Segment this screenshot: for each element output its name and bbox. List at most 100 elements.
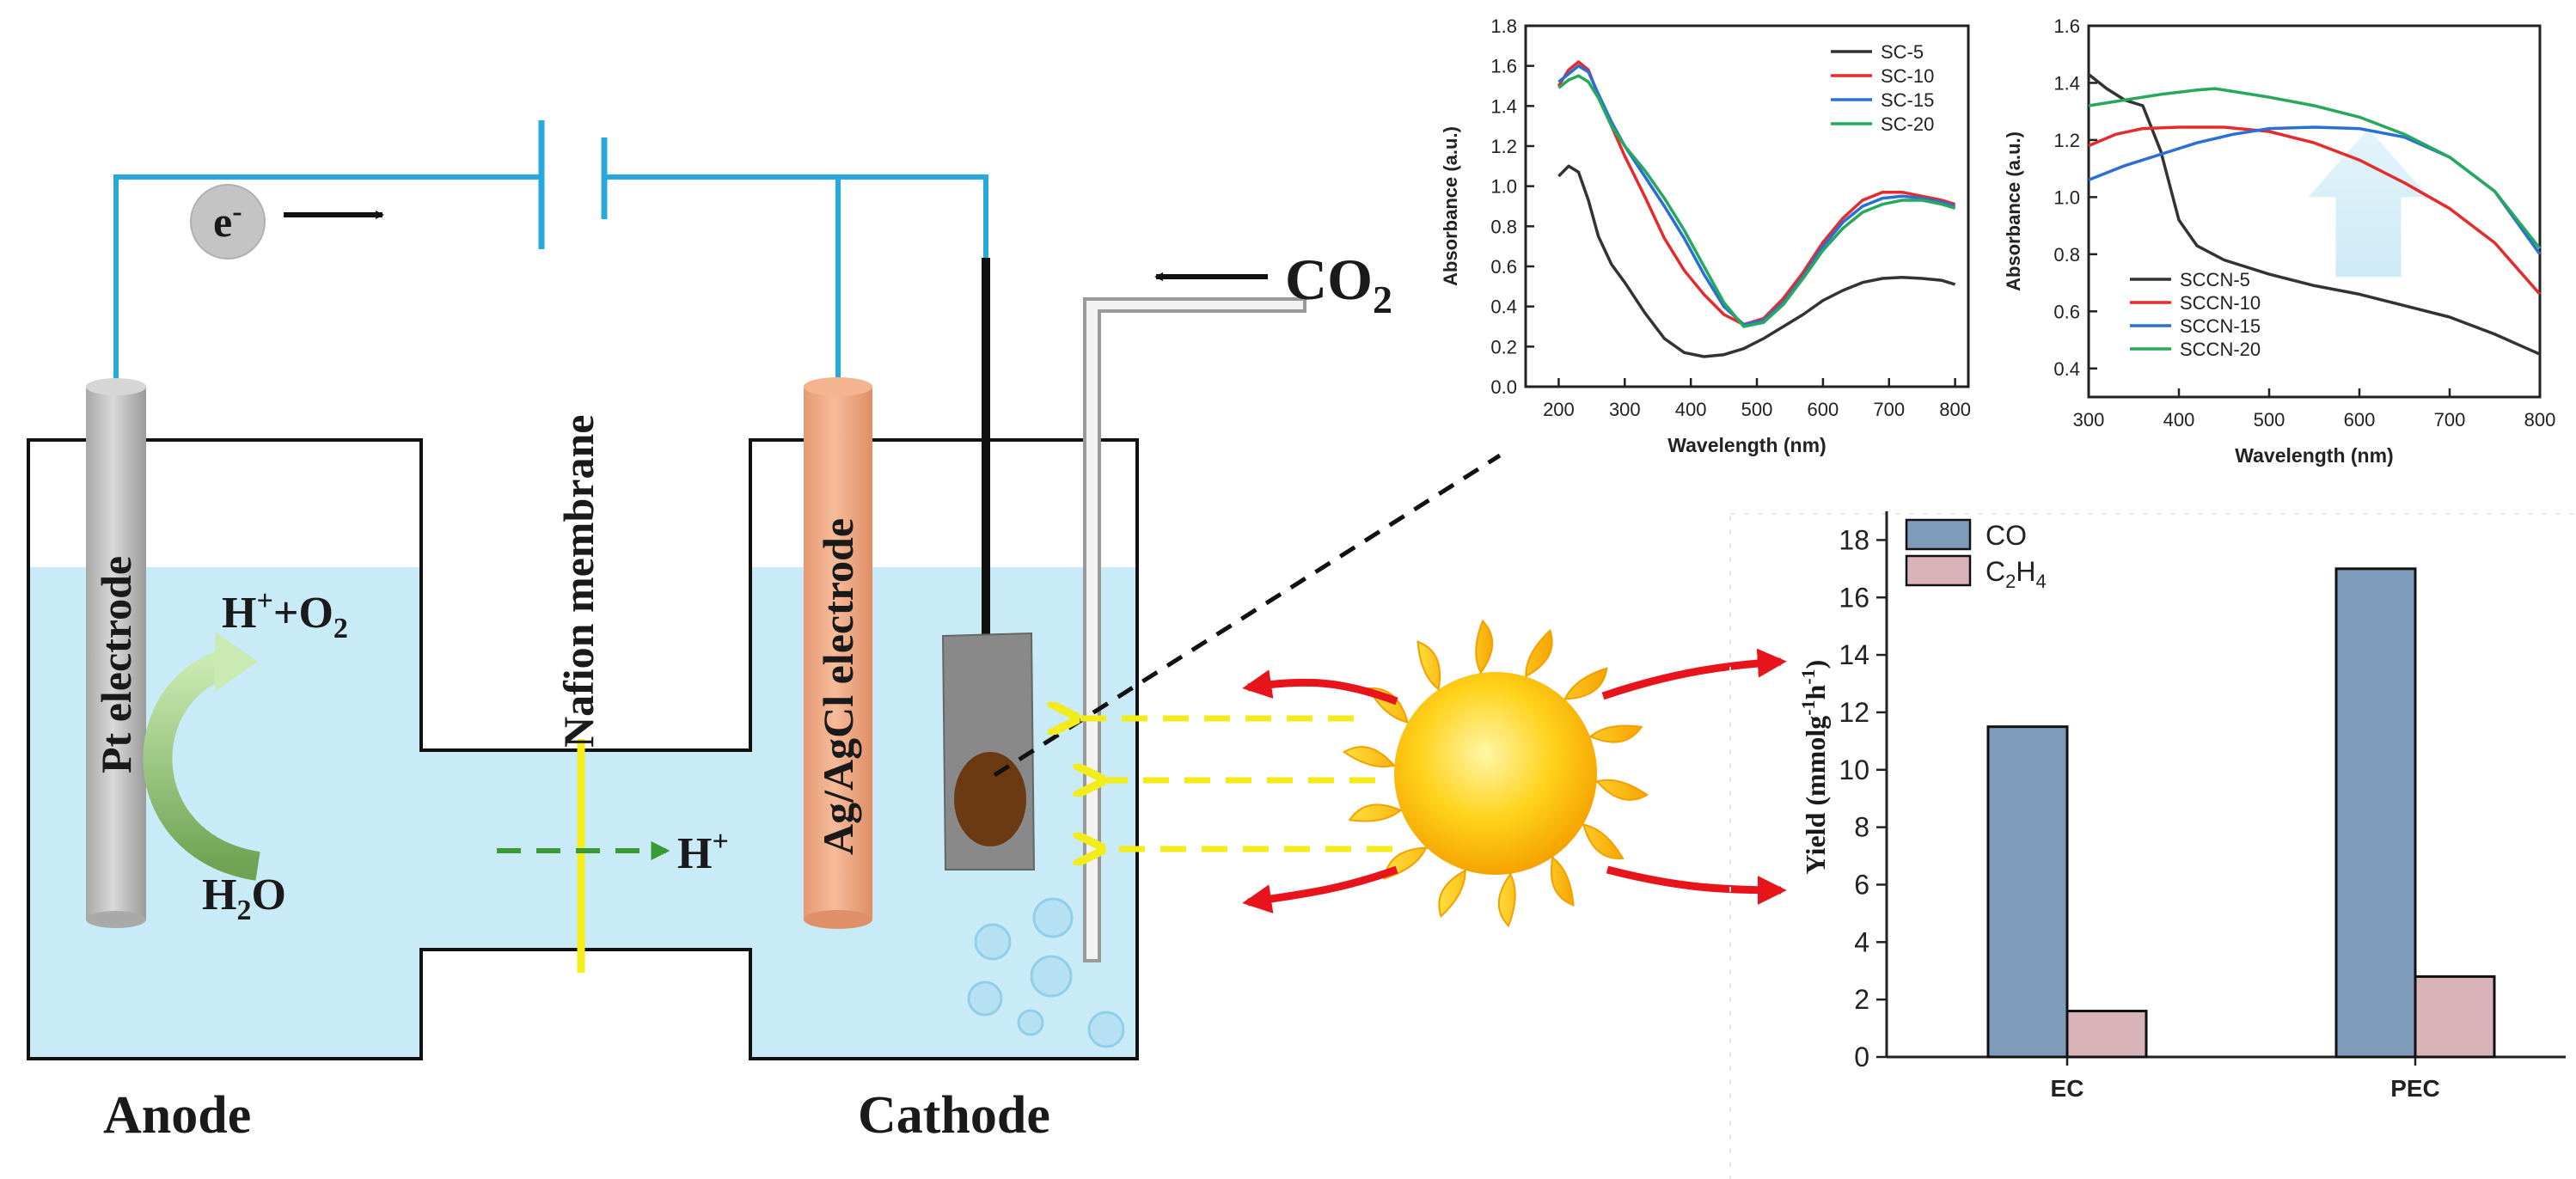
y-tick-label: 1.2 <box>2053 130 2080 151</box>
y-tick-label: 10 <box>1839 754 1869 785</box>
proton-transport: H+ <box>497 826 729 878</box>
y-tick-label: 16 <box>1839 582 1869 613</box>
y-tick-label: 1.0 <box>2053 186 2080 208</box>
x-tick-label: PEC <box>2390 1075 2440 1102</box>
h2o-label: H2O <box>202 871 286 926</box>
y-tick-label: 0.8 <box>1490 216 1517 237</box>
agcl-electrode-rod <box>804 387 872 919</box>
agcl-electrode: Ag/AgCl electrode <box>804 377 872 929</box>
y-tick-label: 18 <box>1839 524 1869 555</box>
y-tick-label: 1.4 <box>1490 95 1517 117</box>
light-rays <box>1070 718 1392 849</box>
y-tick-label: 0.4 <box>2053 358 2080 380</box>
series-line-sccn-20 <box>2088 87 2542 250</box>
legend-label: SCCN-10 <box>2180 292 2261 314</box>
bar-co-ec <box>1986 725 2069 1059</box>
legend-swatch <box>1905 518 1972 551</box>
x-tick-label: 300 <box>2073 409 2105 431</box>
legend-label: CO <box>1986 520 2027 551</box>
upward-arrow <box>2308 128 2429 278</box>
x-tick-label: EC <box>2051 1075 2084 1102</box>
y-tick-label: 1.0 <box>1490 176 1517 198</box>
series-line-sccn-5 <box>2087 73 2541 356</box>
bar-co-pec <box>2334 567 2417 1059</box>
legend-label: C2H4 <box>1986 556 2047 592</box>
external-circuit <box>113 120 988 387</box>
absorbance-chart-sccn: 300 400 500 600 700 800 0.4 0.6 0.8 1.0 1.2 1.4 1.6W… <box>2003 15 2555 467</box>
cathode-label: Cathode <box>858 1086 1050 1145</box>
electron-indicator: e- <box>190 184 384 260</box>
y-tick-label: 8 <box>1854 812 1869 843</box>
y-tick-label: 0 <box>1854 1042 1869 1072</box>
x-tick-label: 500 <box>1741 399 1773 420</box>
reaction-curve <box>143 647 261 881</box>
x-axis-label: Wavelength (nm) <box>2235 444 2393 467</box>
working-electrode <box>941 258 1036 871</box>
pt-electrode: Pt electrode <box>86 378 146 928</box>
hplus-label: H+ <box>677 826 729 878</box>
y-tick-label: 0.6 <box>1490 256 1517 278</box>
pt-electrode-label: Pt electrode <box>92 556 140 773</box>
y-tick-label: 1.6 <box>2053 15 2080 37</box>
legend-label: SC-20 <box>1881 113 1934 135</box>
sun-disc <box>1394 672 1597 875</box>
x-tick-label: 700 <box>1873 399 1905 420</box>
x-tick-label: 500 <box>2254 409 2285 431</box>
y-tick-label: 0.0 <box>1490 376 1517 398</box>
hplus-o2-label: H++O2 <box>222 585 348 644</box>
sun-icon <box>1342 619 1649 928</box>
legend-label: SCCN-15 <box>2180 315 2261 337</box>
co2-inlet: CO2 <box>1083 247 1392 962</box>
y-tick-label: 4 <box>1854 926 1869 957</box>
y-tick-label: 1.6 <box>1490 56 1517 77</box>
y-tick-label: 0.6 <box>2053 301 2080 322</box>
gas-tube <box>1083 297 1306 962</box>
series-line-sc-5 <box>1557 164 1956 358</box>
electron-circle <box>190 184 266 260</box>
y-tick-label: 1.8 <box>1490 15 1517 37</box>
legend-label: SC-15 <box>1881 89 1934 111</box>
x-tick-label: 700 <box>2434 409 2466 431</box>
y-tick-label: 0.2 <box>1490 336 1517 357</box>
x-axis-label: Wavelength (nm) <box>1667 434 1826 456</box>
x-tick-label: 600 <box>1808 399 1839 420</box>
plot-frame <box>2087 24 2542 399</box>
series-line-sc-20 <box>1557 74 1956 328</box>
bar-c2h4-ec <box>2065 1010 2148 1059</box>
x-tick-label: 800 <box>2524 409 2556 431</box>
legend-label: SCCN-20 <box>2180 339 2261 360</box>
bridge-electrolyte <box>421 750 750 944</box>
x-tick-label: 600 <box>2344 409 2376 431</box>
catalyst-spot <box>954 752 1026 846</box>
bar-c2h4-pec <box>2414 974 2496 1059</box>
y-tick-label: 0.4 <box>1490 296 1517 318</box>
electron-label: e- <box>213 196 242 246</box>
x-tick-label: 200 <box>1543 399 1575 420</box>
co2-bubbles <box>967 897 1125 1048</box>
y-tick-label: 14 <box>1839 639 1869 670</box>
x-tick-label: 400 <box>1675 399 1707 420</box>
y-tick-label: 0.8 <box>2053 244 2080 266</box>
y-axis-label: Absorbance (a.u.) <box>1440 126 1461 286</box>
y-tick-label: 1.4 <box>2053 72 2080 94</box>
x-tick-label: 400 <box>2163 409 2195 431</box>
pt-electrode-rod <box>86 387 146 919</box>
y-axis-label: Yield (mmolg-1h-1) <box>1797 660 1831 875</box>
cell-outline <box>27 438 1139 1060</box>
radiation-arrows <box>1242 648 1787 913</box>
legend-label: SC-5 <box>1881 41 1924 63</box>
y-tick-label: 6 <box>1854 869 1869 900</box>
legend-label: SC-10 <box>1881 65 1934 87</box>
agcl-electrode-label: Ag/AgCl electrode <box>814 518 862 855</box>
y-tick-label: 2 <box>1854 984 1869 1015</box>
x-tick-label: 800 <box>1939 399 1971 420</box>
nafion-membrane: Nafion membrane <box>554 415 603 973</box>
legend-swatch <box>1905 554 1972 587</box>
legend-label: SCCN-5 <box>2180 269 2250 290</box>
anode-label: Anode <box>103 1086 251 1145</box>
plot-frame <box>1524 24 1970 388</box>
reaction-arrow-head <box>215 632 258 692</box>
